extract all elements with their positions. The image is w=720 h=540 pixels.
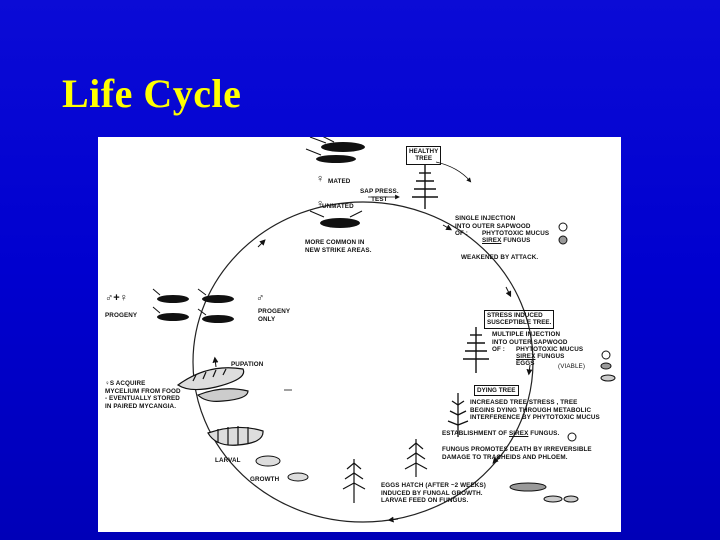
sirex-fungus-row-2: SIREX FUNGUS [516,353,564,361]
male-symbol-icon: ♂ [256,292,265,304]
healthy-tree-box: HEALTHY TREE [406,146,442,165]
wasp-mated-icon [305,137,365,163]
larval-label: LARVAL [215,457,241,464]
wasp-progeny-right-icon [197,288,234,323]
larva-large-icon [207,426,264,446]
wasp-unmated-icon [309,210,363,228]
dying-tree-box: DYING TREE [474,385,519,397]
more-common-label: MORE COMMON IN NEW STRIKE AREAS. [305,239,372,254]
larva-small-icon [255,455,309,482]
weakened-label: WEAKENED BY ATTACK. [461,254,539,261]
life-cycle-diagram: HEALTHY TREE ♀ MATED SAP PRESS. TEST ♀ U… [98,137,621,532]
sap-pressure-test-label: SAP PRESS. TEST [360,188,399,203]
cycle-arrow [442,224,453,231]
viable-label: (VIABLE) [558,363,586,370]
pupa-icon [176,367,249,402]
life-cycle-artwork [152,137,616,523]
female-symbol-2-icon: ♀ [316,198,325,210]
cycle-circle [192,201,534,523]
pupation-label: PUPATION [231,361,264,368]
sirex-label-2: SIREX [516,353,536,360]
stress-induced-box: STRESS INDUCED SUSCEPTIBLE TREE. [484,310,555,329]
cycle-arrow [526,364,533,376]
healthy-tree-icon [412,165,438,209]
increased-stress-label: INCREASED TREE STRESS , TREE BEGINS DYIN… [470,399,600,422]
phytotoxic-mucus-label-1: PHYTOTOXIC MUCUS [482,230,550,237]
of-label-2: OF : [492,346,505,353]
progeny-only-label: PROGENY ONLY [258,308,291,323]
cycle-arrow [492,454,501,464]
wasp-progeny-left-icon [152,288,189,321]
eggs-hatch-label: EGGS HATCH (AFTER ~2 WEEKS) INDUCED BY F… [381,482,486,505]
slide-title: Life Cycle [62,71,242,116]
mated-label: MATED [328,178,351,185]
establishment-pre-label: ESTABLISHMENT OF [442,430,509,437]
cycle-arrow [505,286,512,298]
fallen-tree-icon [342,459,366,503]
sirex-label-1: SIREX [482,237,502,244]
fungus-symbols [509,222,616,503]
eggs-label: EGGS [516,360,535,367]
fungus-label-2: FUNGUS [537,353,565,360]
single-injection-label: SINGLE INJECTION INTO OUTER SAPWOOD [455,215,531,230]
phytotoxic-mucus-label-2: PHYTOTOXIC MUCUS [516,346,584,353]
promotes-death-label: FUNGUS PROMOTES DEATH BY IRREVERSIBLE DA… [442,446,592,461]
of-label-1: OF : [455,230,468,237]
cycle-arrow [257,239,266,248]
stressed-tree-icon [463,327,489,373]
cycle-arrow [212,356,219,368]
unmated-label: UNMATED [322,203,354,210]
progeny-left-label: PROGENY [105,312,138,319]
sirex-fungus-row-1: SIREX FUNGUS [482,237,530,245]
fungus-label-1: FUNGUS [503,237,531,244]
establishment-row: ESTABLISHMENT OF SIREX FUNGUS. [442,430,559,438]
acquire-mycelium-label: ♀S ACQUIRE MYCELIUM FROM FOOD - EVENTUAL… [105,380,181,410]
growth-label: GROWTH [250,476,280,483]
dying-tree-icon [447,393,469,437]
female-symbol-icon: ♀ [316,173,325,185]
establishment-post-label: FUNGUS. [528,430,560,437]
establishment-sirex-label: SIREX [509,430,529,437]
male-female-symbol-icon: ♂+♀ [105,292,128,304]
multiple-injection-label: MULTIPLE INJECTION INTO OUTER SAPWOOD [492,331,568,346]
cycle-arrow [387,516,399,523]
dead-tree-icon [404,439,428,477]
